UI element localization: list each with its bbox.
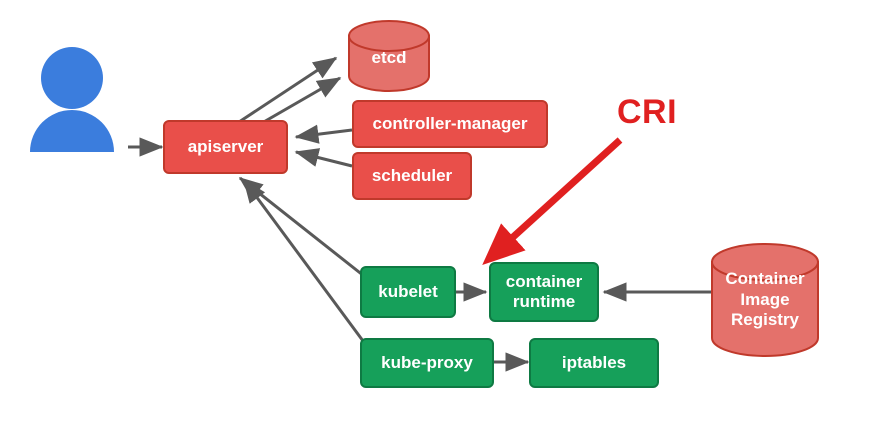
cri-annotation-label: CRI: [617, 93, 677, 132]
node-apiserver-label: apiserver: [187, 137, 264, 157]
node-kube-proxy-label: kube-proxy: [381, 353, 473, 373]
edge-apiserver-to-etcd-1: [235, 56, 338, 126]
registry-label-line1: Container: [725, 269, 805, 289]
etcd-text: etcd: [371, 47, 407, 67]
cri-text: CRI: [617, 93, 678, 131]
node-apiserver[interactable]: apiserver: [163, 120, 288, 174]
node-etcd-label: etcd: [349, 40, 429, 76]
node-container-runtime-label-line2: runtime: [512, 292, 576, 311]
etcd-cylinder: [348, 20, 430, 92]
user-icon: [20, 35, 124, 154]
node-container-runtime[interactable]: container runtime: [489, 262, 599, 322]
node-scheduler-label: scheduler: [371, 166, 453, 186]
node-controller-manager[interactable]: controller-manager: [352, 100, 548, 148]
edge-kube-proxy-to-apiserver: [242, 178, 368, 346]
node-kubelet[interactable]: kubelet: [360, 266, 456, 318]
edge-cri-callout: [482, 137, 623, 266]
node-kubelet-label: kubelet: [378, 282, 438, 302]
registry-label-line2: Image: [740, 289, 790, 309]
edge-apiserver-to-etcd-2: [254, 76, 342, 129]
node-container-image-registry-label: Container Image Registry: [712, 262, 818, 338]
node-kube-proxy[interactable]: kube-proxy: [360, 338, 494, 388]
node-container-runtime-label-line1: container: [505, 272, 583, 292]
edge-scheduler-to-apiserver: [294, 148, 353, 168]
registry-label-line3: Registry: [730, 310, 800, 330]
node-iptables[interactable]: iptables: [529, 338, 659, 388]
node-iptables-label: iptables: [561, 353, 627, 373]
edge-kubelet-to-apiserver: [238, 176, 365, 278]
node-controller-manager-label: controller-manager: [372, 114, 528, 134]
container-image-registry-cylinder: [711, 243, 819, 357]
node-scheduler[interactable]: scheduler: [352, 152, 472, 200]
edge-controller-manager-to-apiserver: [294, 124, 353, 144]
